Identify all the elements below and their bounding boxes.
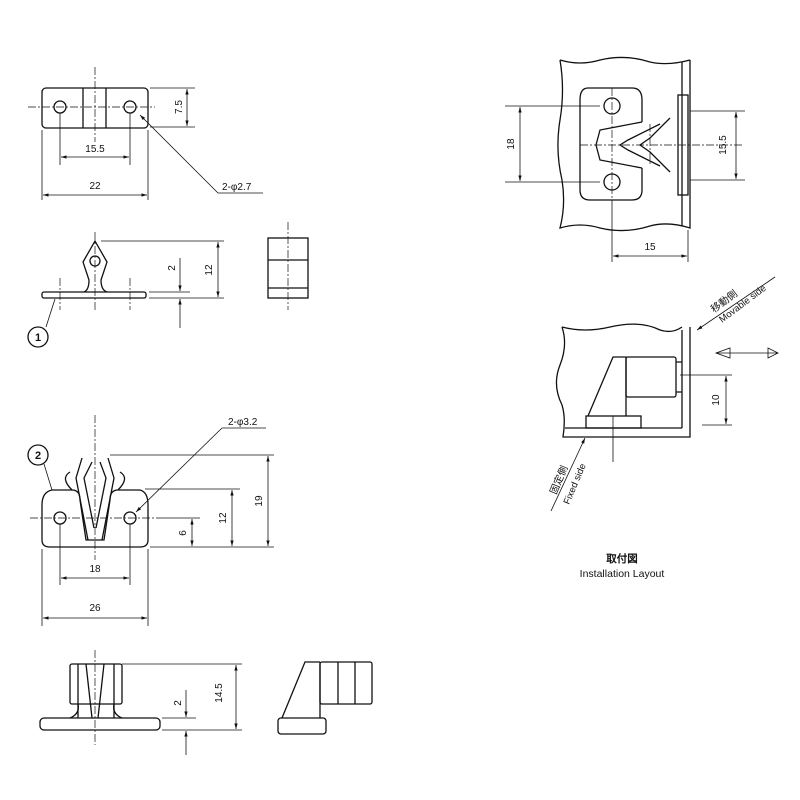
balloon-2: 2 — [35, 450, 41, 462]
dim-10: 10 — [711, 394, 722, 406]
balloon-1: 1 — [35, 332, 41, 344]
caption-jp: 取付図 — [606, 552, 638, 565]
dim-15.5-install: 15.5 — [718, 135, 729, 155]
spring-top-view: 2 19 12 6 18 26 2-φ3.2 — [27, 415, 274, 626]
dim-6: 6 — [178, 530, 189, 536]
plate-end-view — [267, 222, 309, 310]
dim-2: 2 — [167, 265, 178, 271]
dim-26: 26 — [89, 603, 101, 614]
dim-15.5: 15.5 — [85, 144, 105, 155]
plate-top-view: 7.5 15.5 22 2-φ2.7 — [28, 67, 263, 200]
caption-en: Installation Layout — [580, 568, 665, 580]
hole-callout-3.2: 2-φ3.2 — [228, 417, 258, 428]
hole-callout: 2-φ2.7 — [222, 182, 252, 193]
spring-side-view: 14.5 2 — [39, 650, 242, 755]
plate-side-view: 12 2 1 — [27, 232, 224, 348]
dim-2-spring: 2 — [173, 700, 184, 706]
dim-22: 22 — [89, 181, 101, 192]
install-top-view: 18 15.5 15 — [505, 56, 745, 262]
dim-14.5: 14.5 — [214, 683, 225, 703]
dim-18-install: 18 — [506, 138, 517, 150]
install-side-view: 10 移動側 Movable side 固定側 Fixed side — [547, 276, 779, 512]
dim-12-body: 12 — [218, 512, 229, 524]
dim-12: 12 — [204, 264, 215, 276]
dim-7.5: 7.5 — [174, 100, 185, 114]
dim-18: 18 — [89, 564, 101, 575]
dim-19: 19 — [254, 495, 265, 507]
dim-15: 15 — [644, 242, 656, 253]
spring-end-view — [277, 661, 373, 735]
